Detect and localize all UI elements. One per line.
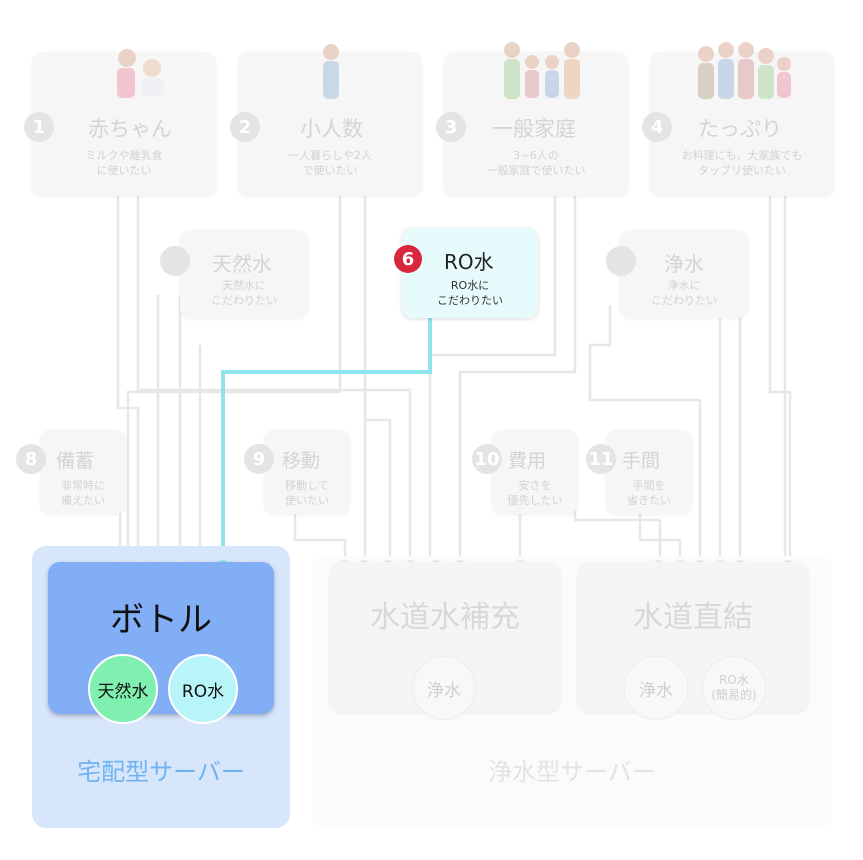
need-title: 一般家庭 [492,117,576,141]
concern-title: 費用 [508,450,547,472]
direct-purified-option[interactable]: 浄水 [624,656,688,720]
delivery-group-label: 宅配型サーバー [77,758,245,786]
water-number-badge [160,246,190,276]
purifier-group-label: 浄水型サーバー [488,758,656,786]
need-number-badge: 3 [436,112,466,142]
concern-description: 安さを 優先したい [507,479,563,507]
tap-direct-server-box[interactable]: 水道直結 浄水 RO水 (簡易的) [578,562,808,720]
need-card-family[interactable]: 3 一般家庭 3~6人の 一般家庭で使いたい [436,42,628,196]
water-description-ro: RO水に こだわりたい [437,279,503,307]
concern-title: 備蓄 [56,450,95,472]
selected-number-badge: 6 [394,245,422,273]
concern-card-cost[interactable]: 10 費用 安さを 優先したい [472,430,578,514]
water-card-natural[interactable]: 天然水 天然水に こだわりたい [160,230,308,318]
need-number-badge: 1 [24,112,54,142]
concern-number-badge: 8 [16,444,46,474]
tap-refill-title: 水道水補充 [370,600,520,635]
need-title: 小人数 [300,117,363,141]
water-card-purified[interactable]: 浄水 浄水に こだわりたい [606,230,748,318]
concern-number-badge: 9 [244,444,274,474]
need-number-badge: 2 [230,112,260,142]
concern-title: 手間 [622,450,661,472]
concern-description: 非常時に 備えたい [61,479,105,507]
concern-title: 移動 [282,450,321,472]
need-card-large-volume[interactable]: 4 たっぷり お料理にも、大家族でも タップリ使いたい [642,42,834,196]
need-description: お料理にも、大家族でも タップリ使いたい [681,149,803,177]
water-title: 浄水 [664,252,704,276]
need-description: ミルクや離乳食 に使いたい [85,149,163,177]
family-illustration-icon [504,42,580,99]
need-description: 3~6人の 一般家庭で使いたい [486,149,586,177]
need-title: たっぷり [698,117,782,141]
water-number-badge [606,246,636,276]
water-description: 天然水に こだわりたい [211,279,277,307]
concern-description: 移動して 使いたい [285,479,329,507]
need-title: 赤ちゃん [88,117,172,141]
need-number-badge: 4 [642,112,672,142]
large-family-illustration-icon [698,42,791,99]
concern-number-badge: 11 [586,444,616,474]
concern-card-portable[interactable]: 9 移動 移動して 使いたい [244,430,350,514]
ro-water-option[interactable]: RO水 [168,654,238,724]
water-description: 浄水に こだわりたい [651,279,717,307]
water-title-ro: RO水 [444,250,494,274]
bottle-title: ボトル [110,600,212,640]
concern-card-effort[interactable]: 11 手間 手間を 省きたい [586,430,692,514]
baby-illustration-icon [117,49,164,98]
water-title: 天然水 [212,252,272,276]
single-person-illustration-icon [323,44,339,99]
concern-description: 手間を 省きたい [627,479,671,507]
concern-card-stockpile[interactable]: 8 備蓄 非常時に 備えたい [16,430,126,514]
tap-direct-title: 水道直結 [633,600,753,635]
water-card-ro-selected[interactable]: 6 RO水 RO水に こだわりたい [394,228,538,318]
need-card-baby[interactable]: 1 赤ちゃん ミルクや離乳食 に使いたい [24,49,216,196]
direct-ro-option[interactable]: RO水 (簡易的) [702,656,766,720]
need-card-small-household[interactable]: 2 小人数 一人暮らしや2人 で使いたい [230,44,422,196]
tap-refill-server-box[interactable]: 水道水補充 浄水 [330,562,560,720]
natural-water-option[interactable]: 天然水 [88,654,158,724]
bottle-server-box[interactable]: ボトル 天然水 RO水 [48,562,274,724]
concern-number-badge: 10 [472,444,502,474]
refill-purified-option[interactable]: 浄水 [412,656,476,720]
need-description: 一人暮らしや2人 で使いたい [288,149,372,177]
